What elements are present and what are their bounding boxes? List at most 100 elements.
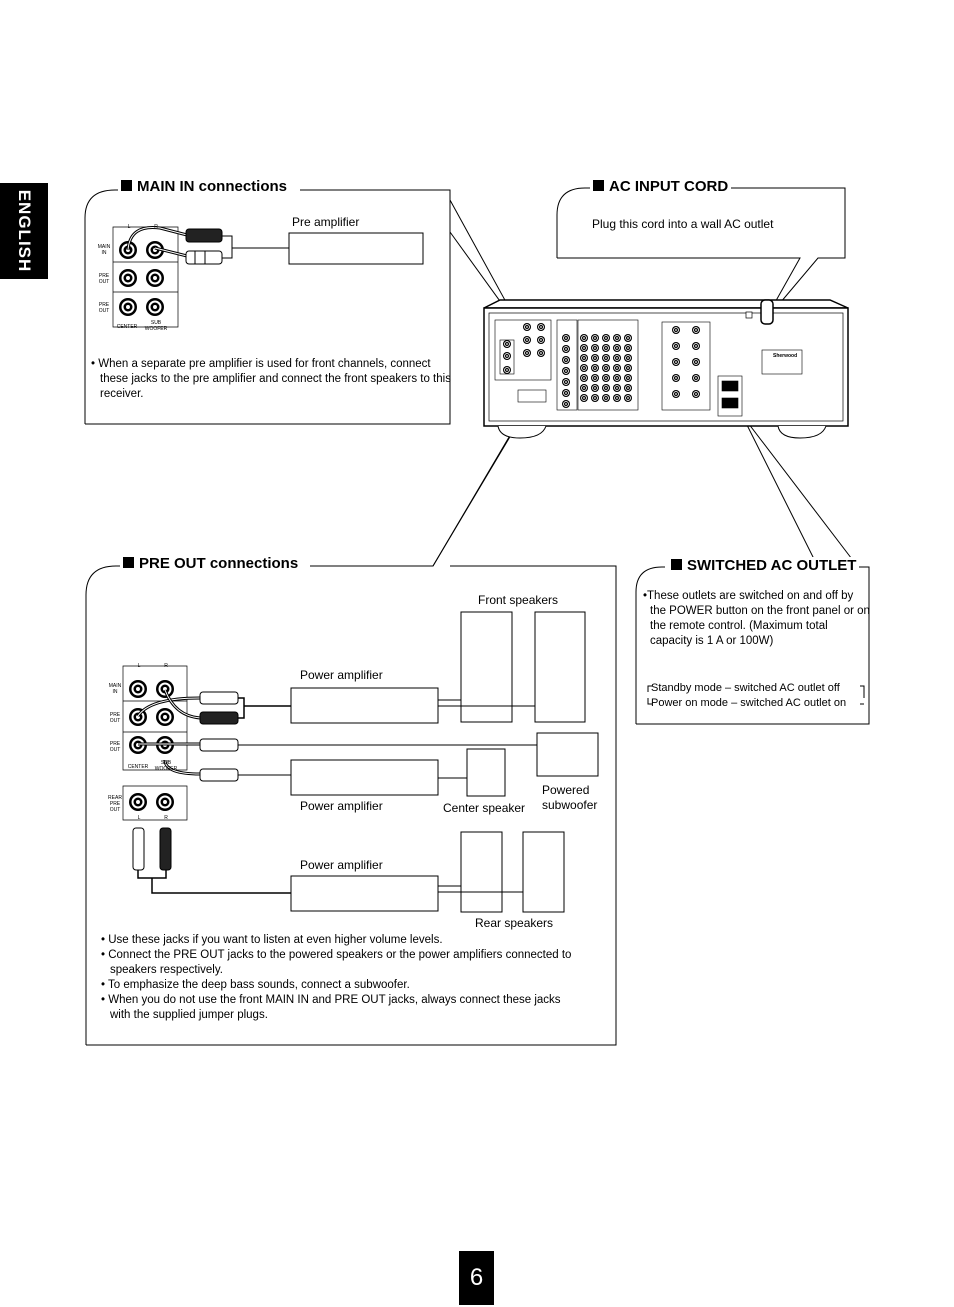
po-center: CENTER: [127, 764, 149, 770]
po-jack-r: R: [164, 663, 168, 669]
center-speaker-label: Center speaker: [443, 801, 526, 815]
main-in-title: MAIN IN connections: [118, 178, 291, 196]
main-in-jack: [119, 298, 137, 316]
mi-jack-r: R: [154, 224, 158, 230]
receiver-jack: [624, 364, 632, 372]
receiver-jack: [503, 340, 511, 348]
receiver-jack: [624, 354, 632, 362]
standby-mode: Standby mode – switched AC outlet off: [651, 682, 840, 694]
receiver-jack: [692, 326, 700, 334]
receiver-jack: [613, 384, 621, 392]
pre-out-note-1: • Use these jacks if you want to listen …: [101, 934, 443, 946]
power-amp-label-2: Power amplifier: [300, 799, 383, 813]
receiver-jack: [562, 378, 570, 386]
receiver-jack: [591, 354, 599, 362]
main-in-jack: [146, 298, 164, 316]
pre-out-jack: [156, 708, 174, 726]
receiver-jack: [580, 334, 588, 342]
receiver-jack: [523, 323, 531, 331]
po-rear: REAR PRE OUT: [108, 795, 122, 813]
receiver-jack: [602, 364, 610, 372]
mi-pre-out-1: PRE OUT: [98, 273, 110, 285]
receiver-jack: [692, 358, 700, 366]
mi-jack-l: L: [127, 224, 131, 230]
receiver-rear-panel: Sherwood: [483, 299, 849, 439]
receiver-jack: [613, 364, 621, 372]
receiver-jack: [523, 349, 531, 357]
po-pre-out-2: PRE OUT: [109, 741, 121, 753]
receiver-jack: [562, 367, 570, 375]
power-on-mode: Power on mode – switched AC outlet on: [651, 697, 847, 709]
receiver-jack: [602, 344, 610, 352]
receiver-jack: [672, 374, 680, 382]
receiver-jack: [537, 349, 545, 357]
pre-out-notes: • Use these jacks if you want to listen …: [101, 933, 576, 1023]
power-amp-box-2: [290, 759, 439, 796]
mi-sub: SUB WOOFER: [144, 320, 168, 332]
receiver-jack: [602, 334, 610, 342]
receiver-jack: [591, 364, 599, 372]
language-tab: ENGLISH: [0, 183, 48, 279]
power-amp-box-1: [290, 687, 439, 724]
receiver-jack: [602, 374, 610, 382]
receiver-jack: [580, 384, 588, 392]
mi-main-in: MAIN IN: [97, 244, 111, 256]
receiver-jack: [562, 389, 570, 397]
receiver-jack: [624, 384, 632, 392]
main-in-jack-panel: [112, 225, 289, 328]
pre-out-title: PRE OUT connections: [120, 555, 302, 573]
po-rear-r: R: [164, 815, 168, 821]
main-in-plug-1: [185, 228, 223, 243]
receiver-jack: [562, 334, 570, 342]
pre-out-note-4: • When you do not use the front MAIN IN …: [101, 994, 561, 1021]
receiver-jack: [624, 374, 632, 382]
receiver-jack: [692, 342, 700, 350]
receiver-jack: [602, 354, 610, 362]
receiver-jack: [613, 334, 621, 342]
front-speaker-left: [460, 611, 513, 723]
main-in-jack: [146, 269, 164, 287]
receiver-jack: [591, 384, 599, 392]
power-amp-label-3: Power amplifier: [300, 858, 383, 872]
receiver-jack: [692, 374, 700, 382]
receiver-jack: [562, 345, 570, 353]
receiver-jack: [624, 344, 632, 352]
receiver-jack: [562, 400, 570, 408]
po-pre-out-1: PRE OUT: [109, 712, 121, 724]
center-speaker-box: [466, 748, 506, 797]
receiver-jack: [624, 394, 632, 402]
mi-center: CENTER: [116, 324, 138, 330]
receiver-jack: [537, 336, 545, 344]
receiver-jack: [672, 390, 680, 398]
receiver-jack: [580, 344, 588, 352]
pre-out-jack-panel: [122, 665, 537, 894]
receiver-jack: [591, 334, 599, 342]
receiver-jack: [613, 394, 621, 402]
front-speaker-right: [534, 611, 586, 723]
main-in-plug-2: [185, 250, 223, 265]
rear-speakers-label: Rear speakers: [475, 916, 554, 930]
receiver-jack: [613, 374, 621, 382]
pre-out-jack: [156, 680, 174, 698]
rear-speaker-right: [522, 831, 565, 913]
main-in-jack: [119, 269, 137, 287]
pre-amp-label: Pre amplifier: [292, 215, 360, 229]
page-number: 6: [459, 1251, 494, 1305]
receiver-jack: [602, 384, 610, 392]
receiver-jack: [562, 356, 570, 364]
receiver-jack: [580, 354, 588, 362]
receiver-jack: [602, 394, 610, 402]
receiver-jack: [523, 336, 531, 344]
front-speakers-label: Front speakers: [478, 593, 559, 607]
receiver-jack: [503, 352, 511, 360]
receiver-jack: [503, 366, 511, 374]
pre-out-note-3: • To emphasize the deep bass sounds, con…: [101, 979, 410, 991]
receiver-jack: [537, 323, 545, 331]
switched-ac-text: •These outlets are switched on and off b…: [643, 590, 870, 647]
mi-pre-out-2: PRE OUT: [98, 302, 110, 314]
receiver-jack: [672, 342, 680, 350]
receiver-jack: [580, 364, 588, 372]
pre-out-jack: [156, 793, 174, 811]
subwoofer-box: [536, 732, 599, 777]
power-amp-box-3: [290, 875, 439, 912]
